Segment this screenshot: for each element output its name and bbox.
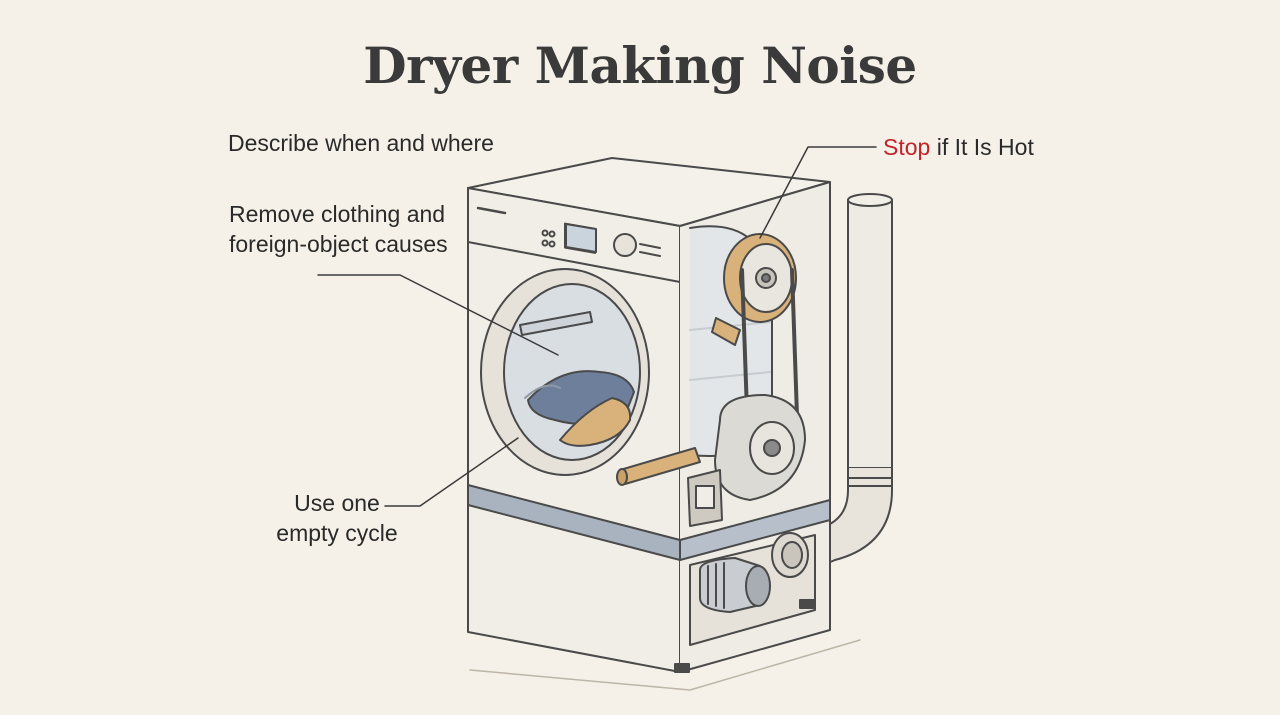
exhaust-pipe-icon [799, 193, 893, 576]
callout-line-empty-cycle [384, 437, 519, 507]
callout-line-remove [317, 274, 559, 356]
callout-describe: Describe when and where [228, 130, 494, 156]
floor-shadow [469, 639, 861, 691]
callout-stop-rest: if It Is Hot [930, 134, 1034, 160]
callout-line-hot [759, 146, 877, 239]
callout-remove: Remove clothing and foreign-object cause… [229, 201, 448, 257]
control-display [565, 223, 597, 253]
page-title: Dryer Making Noise [363, 36, 917, 95]
idler-bracket [711, 317, 741, 346]
callout-stop-accent: Stop [883, 134, 931, 160]
callout-empty-cycle: Use one empty cycle [276, 490, 398, 546]
callout-stop-if-hot: Stop if It Is Hot [883, 132, 1034, 162]
motor-icon [699, 557, 771, 613]
control-knob-icon [613, 233, 637, 257]
clothes-tan [559, 397, 632, 447]
